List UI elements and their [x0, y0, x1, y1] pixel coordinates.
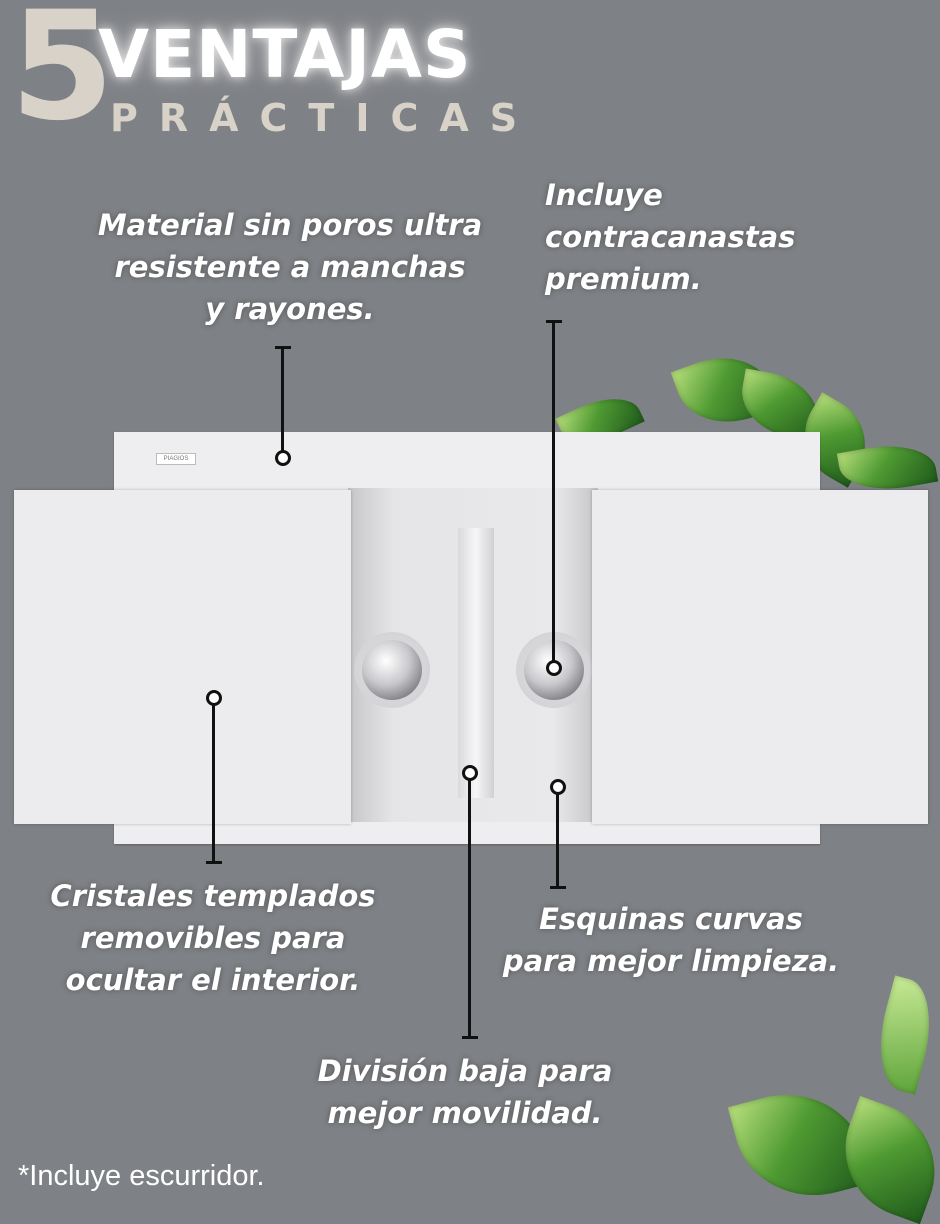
glass-cover-right: [592, 490, 928, 824]
feature-glass-line-1: Cristales templados: [50, 879, 376, 913]
feature-baskets: Incluye contracanastas premium.: [545, 174, 865, 300]
feature-division: División baja para mejor movilidad.: [290, 1050, 640, 1134]
drain-left: [354, 632, 430, 708]
feature-material-line-2: resistente a manchas: [114, 250, 466, 284]
sink-bottom-lip: [114, 820, 820, 844]
pointer-division: [468, 778, 471, 1038]
pointer-corners: [556, 792, 559, 888]
brand-badge: PIAGIOS: [156, 453, 196, 465]
pointer-material-cap: [275, 346, 291, 349]
big-number-five: 5: [10, 0, 115, 154]
pointer-material: [281, 347, 284, 451]
sink-product-image: PIAGIOS: [14, 430, 930, 846]
feature-glass: Cristales templados removibles para ocul…: [18, 875, 408, 1001]
sink-back-ledge: [114, 432, 820, 490]
feature-corners-line-2: para mejor limpieza.: [502, 944, 840, 978]
pointer-baskets-dot: [546, 660, 562, 676]
pointer-glass: [212, 702, 215, 862]
feature-material-line-3: y rayones.: [205, 292, 375, 326]
page-title: VENTAJAS: [98, 16, 472, 93]
footnote: *Incluye escurridor.: [18, 1160, 265, 1192]
glass-cover-left: [14, 490, 351, 824]
feature-glass-line-2: removibles para: [80, 921, 346, 955]
pointer-corners-dot: [550, 779, 566, 795]
pointer-baskets: [552, 321, 555, 661]
pointer-division-dot: [462, 765, 478, 781]
feature-corners: Esquinas curvas para mejor limpieza.: [486, 898, 856, 982]
pointer-glass-dot: [206, 690, 222, 706]
pointer-glass-cap: [206, 861, 222, 864]
feature-division-line-1: División baja para: [317, 1054, 613, 1088]
feature-glass-line-3: ocultar el interior.: [65, 963, 361, 997]
feature-baskets-line-2: contracanastas: [545, 220, 796, 254]
pointer-corners-cap: [550, 886, 566, 889]
pointer-material-dot: [275, 450, 291, 466]
feature-corners-line-1: Esquinas curvas: [539, 902, 803, 936]
leaves-bottom-right-decoration: [727, 960, 940, 1224]
feature-baskets-line-3: premium.: [545, 262, 702, 296]
pointer-baskets-cap: [546, 320, 562, 323]
feature-material: Material sin poros ultra resistente a ma…: [90, 204, 490, 330]
feature-division-line-2: mejor movilidad.: [327, 1096, 603, 1130]
pointer-division-cap: [462, 1036, 478, 1039]
page-subtitle: PRÁCTICAS: [110, 96, 539, 140]
feature-material-line-1: Material sin poros ultra: [97, 208, 483, 242]
sink-divider: [458, 528, 494, 798]
feature-baskets-line-1: Incluye: [545, 178, 663, 212]
